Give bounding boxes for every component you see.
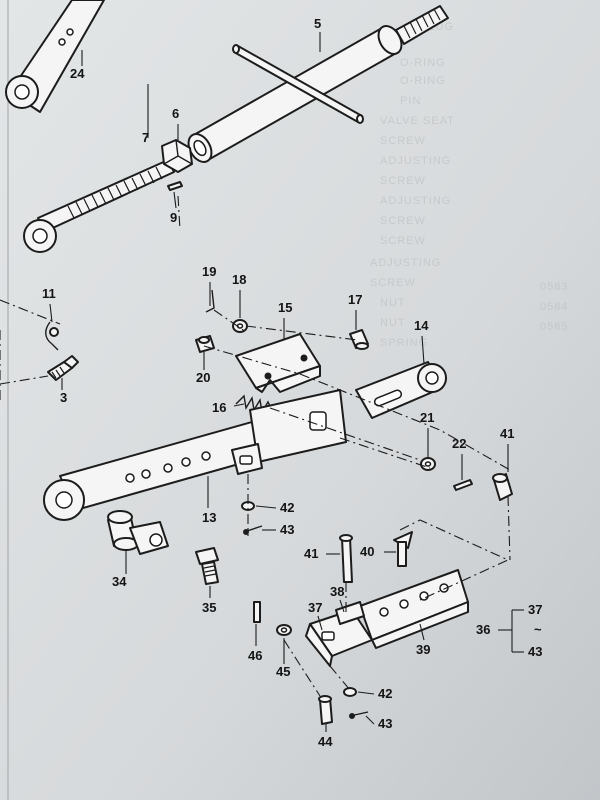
pins-40-41 [339,531,413,583]
svg-text:ADJUSTING: ADJUSTING [380,195,451,207]
group-note-number: 36 [476,622,490,637]
label-18: 18 [232,272,246,287]
pin-46-washer-45 [253,601,292,636]
svg-text:0585: 0585 [540,321,568,333]
pins-22-41 [453,473,513,501]
lift-link [5,0,105,113]
label-45: 45 [276,664,290,679]
washer-pin-lower [318,687,369,725]
label-42a: 42 [280,500,294,515]
label-13: 13 [202,510,216,525]
svg-text:0583: 0583 [540,281,568,293]
svg-text:ADJUSTING: ADJUSTING [380,155,451,167]
svg-text:SPRING: SPRING [380,337,428,349]
label-14: 14 [414,318,429,333]
group-note-last: 43 [528,644,542,659]
washer-pin-upper [241,501,263,535]
svg-text:SCREW: SCREW [380,135,426,147]
label-22: 22 [452,436,466,451]
label-16: 16 [212,400,226,415]
label-21: 21 [420,410,434,425]
svg-text:O-RING: O-RING [400,75,446,87]
swivel-clevis [355,361,447,419]
svg-text:NUT: NUT [380,297,406,309]
label-44: 44 [318,734,333,749]
label-37: 37 [308,600,322,615]
label-39: 39 [416,642,430,657]
svg-text:SCREW: SCREW [380,175,426,187]
stabilizer-fork [305,601,373,667]
label-24: 24 [70,66,85,81]
svg-text:NUT: NUT [380,317,406,329]
svg-text:VALVE SEAT: VALVE SEAT [380,115,455,127]
label-43b: 43 [378,716,392,731]
label-41a: 41 [500,426,514,441]
adjusting-rod [23,139,193,253]
group-note: 36 37 ~ 43 [476,602,542,659]
label-34: 34 [112,574,127,589]
label-40: 40 [360,544,374,559]
group-note-range: ~ [534,622,542,637]
label-41b: 41 [304,546,318,561]
label-46: 46 [248,648,262,663]
label-42b: 42 [378,686,392,701]
group-note-first: 37 [528,602,542,617]
svg-text:SCREW: SCREW [370,277,416,289]
label-11: 11 [42,286,56,301]
label-leaders [49,32,509,732]
svg-text:0584: 0584 [540,301,568,313]
label-17: 17 [348,292,362,307]
svg-text:PIN: PIN [400,95,421,107]
label-43a: 43 [280,522,294,537]
svg-text:ADJUSTING: ADJUSTING [370,257,441,269]
label-19: 19 [202,264,216,279]
label-7: 7 [142,130,149,145]
pin-17 [349,329,369,350]
label-3: 3 [60,390,67,405]
washer-21 [420,457,436,471]
top-link-tube [187,5,449,163]
label-35: 35 [202,600,216,615]
label-20: 20 [196,370,210,385]
bracket-plate [235,333,321,393]
label-6: 6 [172,106,179,121]
label-15: 15 [278,300,292,315]
bolt-35 [195,547,219,585]
svg-text:O-RING: O-RING [400,57,446,69]
label-38: 38 [330,584,344,599]
label-9: 9 [170,210,177,225]
pin-20 [195,335,215,353]
assembly-lines [0,84,511,697]
stabilizer-bar [359,569,469,649]
svg-text:SCREW: SCREW [380,215,426,227]
callout-labels: 24 5 7 6 9 19 18 15 17 14 11 3 20 16 21 … [42,16,514,749]
bolt-3 [47,355,79,381]
linch-pin [45,321,59,351]
svg-text:SCREW: SCREW [380,235,426,247]
label-5: 5 [314,16,321,31]
